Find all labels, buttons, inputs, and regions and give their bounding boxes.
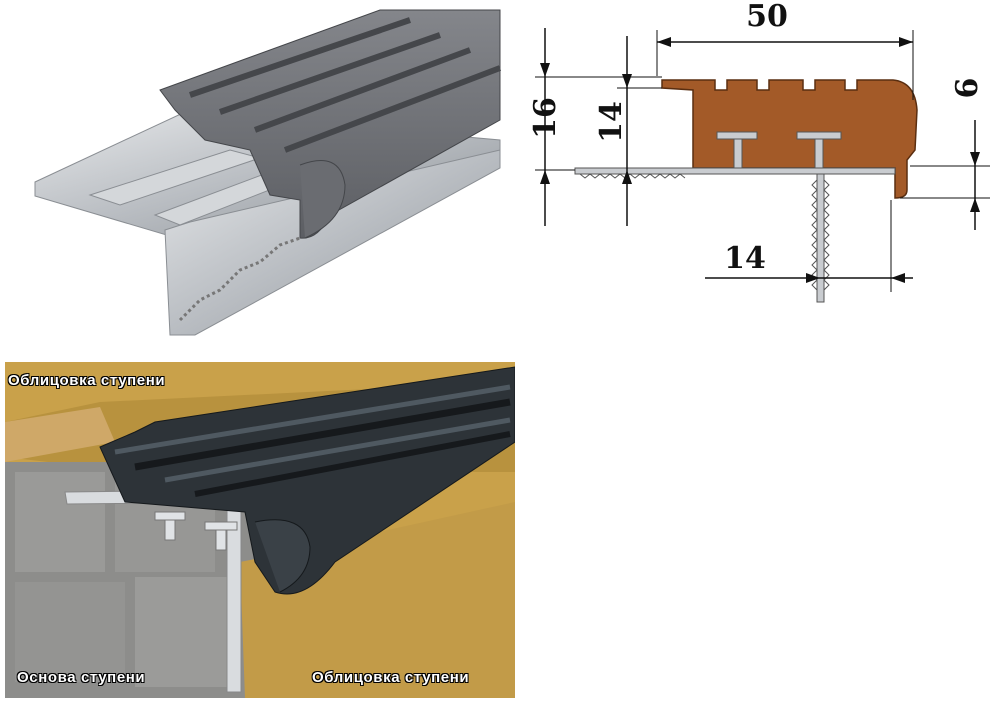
section-drawing-svg: 50 16 14 6 14: [528, 0, 990, 303]
body-height-label: 14: [594, 101, 629, 143]
offset-dimension-label: 14: [724, 241, 766, 276]
caption-step-base: Основа ступени: [17, 669, 146, 686]
width-dimension-label: 50: [746, 0, 788, 34]
installation-illustration: Облицовка ступени Основа ступени Облицов…: [5, 362, 516, 698]
total-height-label: 16: [528, 97, 563, 139]
lip-height-label: 6: [950, 78, 985, 99]
caption-tile-top: Облицовка ступени: [8, 372, 166, 389]
caption-tile-riser: Облицовка ступени: [312, 669, 470, 686]
rubber-section-shape: [661, 79, 918, 199]
section-drawing: 50 16 14 6 14: [505, 0, 1000, 340]
installation-scene: [5, 362, 516, 698]
profile-render: [0, 0, 505, 340]
profile-render-illustration: [34, 9, 502, 336]
